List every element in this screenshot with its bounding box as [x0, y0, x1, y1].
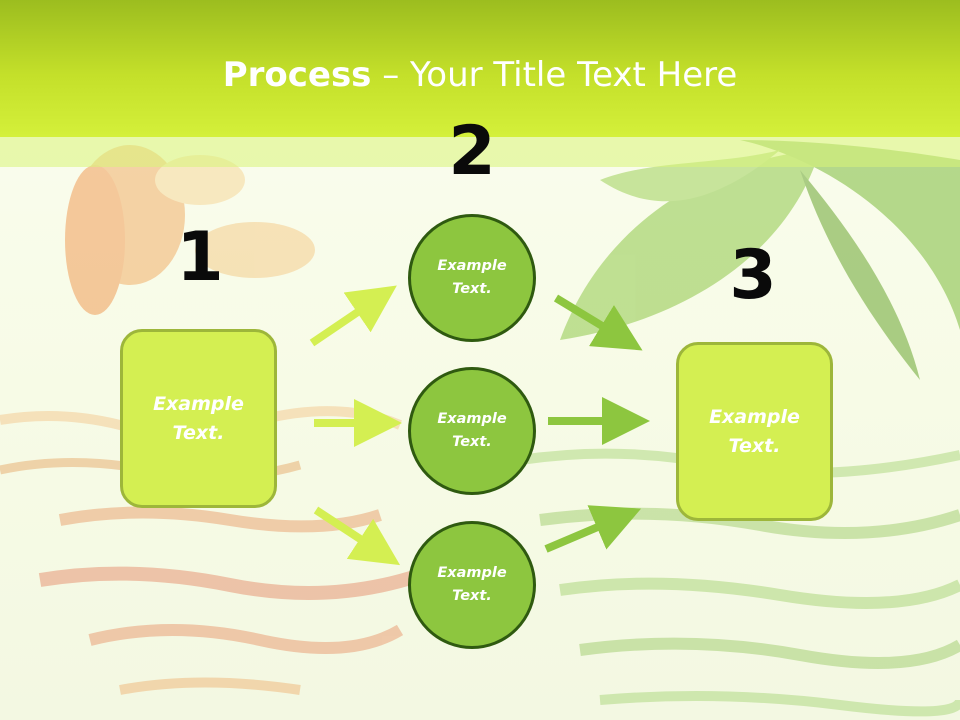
title-rest: – Your Title Text Here [371, 55, 738, 95]
arrow-bottom-to-3 [544, 505, 642, 553]
arrow-1-to-top [309, 285, 397, 347]
title-bar-strip [0, 137, 960, 167]
goldfish-shape [65, 145, 315, 315]
slide-title: Process – Your Title Text Here [0, 52, 960, 98]
arrow-top-to-3 [553, 294, 643, 351]
step-number-3: 3 [729, 236, 777, 315]
step-number-1: 1 [176, 218, 224, 297]
title-bar [0, 0, 960, 137]
leaf-shape [560, 140, 960, 380]
title-bold: Process [222, 55, 372, 95]
arrow-1-to-bottom [313, 506, 401, 566]
step-number-2: 2 [448, 112, 496, 191]
